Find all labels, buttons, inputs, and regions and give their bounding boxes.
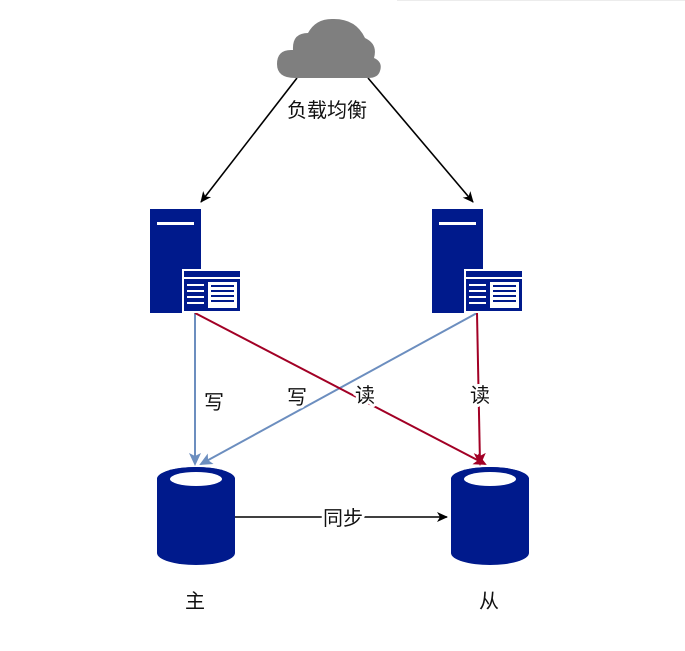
sync-label: 同步 <box>323 506 363 530</box>
lb-to-server-right-edge <box>367 77 474 203</box>
server-icon <box>432 209 524 313</box>
write-label-cross: 写 <box>287 385 307 409</box>
master-label: 主 <box>185 589 205 613</box>
load-balancer-label: 负载均衡 <box>287 98 367 122</box>
server-left <box>150 209 242 313</box>
database-icon <box>157 467 235 565</box>
top-edge-line <box>397 0 685 1</box>
cloud-icon <box>277 18 381 78</box>
load-balancer-node: 负载均衡 <box>277 18 381 125</box>
server-right <box>432 209 524 313</box>
edges <box>189 77 487 522</box>
server-left-read-slave-edge <box>194 312 487 465</box>
slave-label: 从 <box>479 589 499 613</box>
slave-database: 从 <box>451 467 529 613</box>
server-right-read-slave-edge <box>473 312 486 466</box>
lb-to-server-left-edge <box>200 77 298 203</box>
master-database: 主 <box>157 467 235 613</box>
database-icon <box>451 467 529 565</box>
read-label-cross: 读 <box>355 383 375 407</box>
read-label-right: 读 <box>470 383 490 407</box>
server-icon <box>150 209 242 313</box>
write-label-left: 写 <box>204 390 224 414</box>
edge-labels: 写 写 读 读 同步 <box>201 380 493 533</box>
